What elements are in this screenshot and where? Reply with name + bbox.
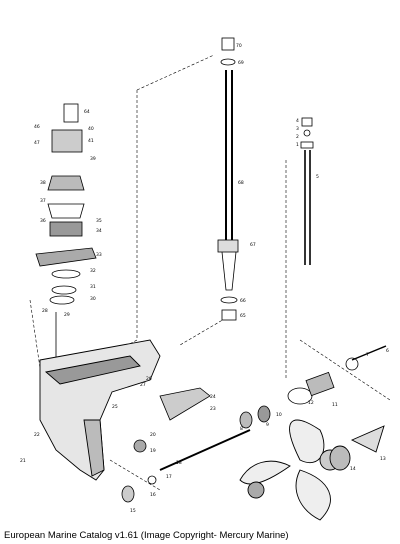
callout-10: 10 xyxy=(276,412,282,418)
callout-23: 23 xyxy=(210,406,216,412)
callout-4: 4 xyxy=(296,118,299,124)
callout-32: 32 xyxy=(90,268,96,274)
callout-26: 26 xyxy=(146,376,152,382)
callout-24: 24 xyxy=(210,394,216,400)
callout-38: 38 xyxy=(40,180,46,186)
image-caption: European Marine Catalog v1.61 (Image Cop… xyxy=(4,530,289,541)
callout-33: 33 xyxy=(96,252,102,258)
callout-46: 46 xyxy=(34,124,40,130)
callout-14: 14 xyxy=(350,466,356,472)
callout-25: 25 xyxy=(112,404,118,410)
callout-70: 70 xyxy=(236,43,242,49)
callout-21: 21 xyxy=(20,458,26,464)
callout-35: 35 xyxy=(96,218,102,224)
callout-28: 28 xyxy=(42,308,48,314)
callout-65: 65 xyxy=(240,313,246,319)
callout-34: 34 xyxy=(96,228,102,234)
callout-12: 12 xyxy=(308,400,314,406)
callout-67: 67 xyxy=(250,242,256,248)
callout-31: 31 xyxy=(90,284,96,290)
callout-20: 20 xyxy=(150,432,156,438)
callout-37: 37 xyxy=(40,198,46,204)
water-pump-assembly xyxy=(35,103,97,360)
callout-30: 30 xyxy=(90,296,96,302)
callout-8: 8 xyxy=(240,426,243,432)
callout-18: 18 xyxy=(176,460,182,466)
callout-11: 11 xyxy=(332,402,338,408)
exploded-parts-diagram: 70 69 68 67 66 65 64 46 47 39 40 41 38 3… xyxy=(20,37,391,521)
callout-47: 47 xyxy=(34,140,40,146)
callout-16: 16 xyxy=(150,492,156,498)
callout-69: 69 xyxy=(238,60,244,66)
callout-41: 41 xyxy=(88,138,94,144)
propeller-shaft-assembly xyxy=(121,345,387,503)
callout-1: 1 xyxy=(296,142,299,148)
callout-6: 6 xyxy=(386,348,389,354)
callout-3: 3 xyxy=(296,126,299,132)
callout-27: 27 xyxy=(140,382,146,388)
callout-64: 64 xyxy=(84,109,90,115)
callout-29: 29 xyxy=(64,312,70,318)
callout-17: 17 xyxy=(166,474,172,480)
callout-labels: 70 69 68 67 66 65 64 46 47 39 40 41 38 3… xyxy=(20,43,389,514)
callout-9: 9 xyxy=(266,422,269,428)
gear-housing xyxy=(39,339,161,481)
drive-shaft-assembly xyxy=(217,37,239,321)
callout-39: 39 xyxy=(90,156,96,162)
callout-7: 7 xyxy=(366,352,369,358)
callout-22: 22 xyxy=(34,432,40,438)
callout-36: 36 xyxy=(40,218,46,224)
callout-66: 66 xyxy=(240,298,246,304)
propeller xyxy=(239,419,385,521)
callout-13: 13 xyxy=(380,456,386,462)
callout-19: 19 xyxy=(150,448,156,454)
shift-rod xyxy=(300,117,314,265)
callout-15: 15 xyxy=(130,508,136,514)
callout-40: 40 xyxy=(88,126,94,132)
callout-68: 68 xyxy=(238,180,244,186)
callout-2: 2 xyxy=(296,134,299,140)
callout-5: 5 xyxy=(316,174,319,180)
